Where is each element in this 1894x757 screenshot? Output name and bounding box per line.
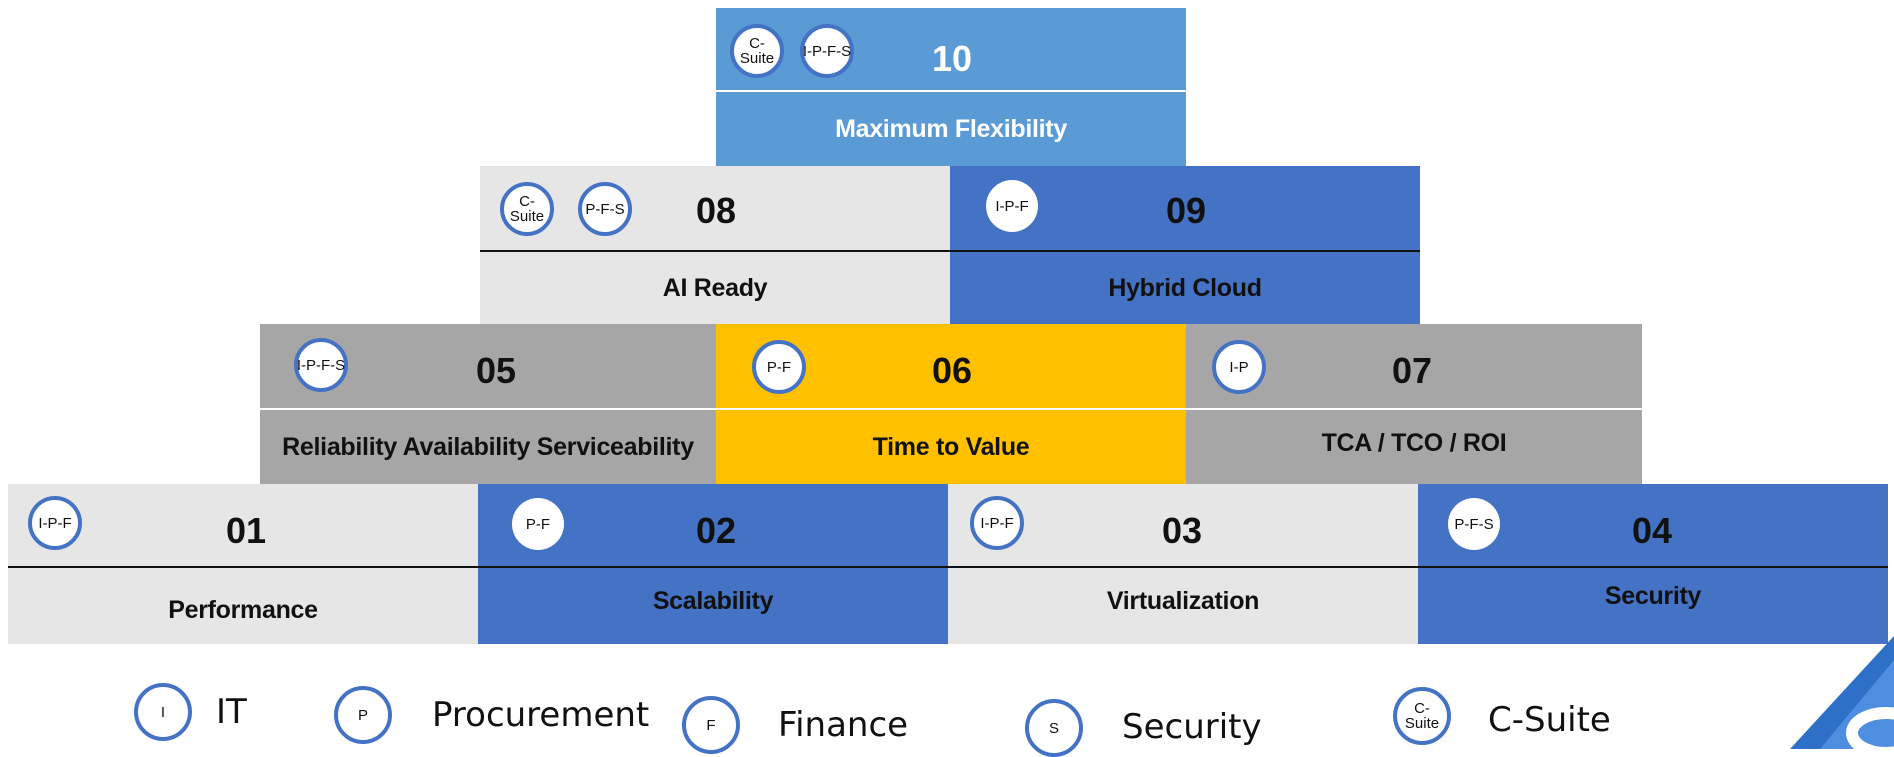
block-06-time-to-value: P-F 06 Time to Value (716, 324, 1186, 484)
block-title: TCA / TCO / ROI (1321, 428, 1507, 457)
block-07-tca-tco-roi: I-P 07 TCA / TCO / ROI (1186, 324, 1642, 484)
block-number: 04 (1632, 510, 1673, 551)
block-01-performance: I-P-F 01 Performance (8, 484, 478, 644)
block-number: 06 (932, 350, 973, 391)
badge-p-f: P-F (752, 340, 806, 394)
legend-code: C- (1414, 700, 1430, 717)
badge-p-f: P-F (512, 498, 564, 550)
badge-text: I-P-F (980, 514, 1014, 532)
legend-circle-procurement: P (334, 686, 392, 744)
badge-i-p-f: I-P-F (28, 496, 82, 550)
legend-code: S (1048, 719, 1059, 737)
block-number: 08 (696, 190, 737, 231)
badge-c-suite: C- Suite (500, 182, 554, 236)
block-05-ras: I-P-F-S 05 Reliability Availability Serv… (260, 324, 716, 484)
block-title: AI Ready (662, 273, 768, 302)
legend-circle-c-suite: C- Suite (1393, 687, 1451, 745)
badge-i-p-f: I-P-F (986, 180, 1038, 232)
badge-text: P-F-S (1454, 515, 1494, 533)
block-title: Reliability Availability Serviceability (282, 432, 694, 461)
badge-text: P-F (766, 358, 792, 376)
badge-text: C- (749, 35, 765, 52)
logo-icon (1790, 636, 1894, 749)
block-divider (950, 250, 1420, 252)
legend-label-security: Security (1122, 707, 1262, 747)
badge-p-f-s: P-F-S (578, 182, 632, 236)
badge-text: I-P (1229, 358, 1249, 376)
block-number: 01 (226, 510, 267, 551)
badge-i-p-f-s: I-P-F-S (800, 24, 854, 78)
block-divider (716, 90, 1186, 92)
block-10-maximum-flexibility: C- Suite I-P-F-S 10 Maximum Flexibility (716, 8, 1186, 166)
legend-code: P (357, 706, 368, 724)
legend-circle-security: S (1025, 699, 1083, 757)
block-title: Security (1604, 581, 1702, 610)
block-divider (480, 250, 950, 252)
block-title: Maximum Flexibility (835, 114, 1067, 143)
block-number: 10 (932, 38, 973, 79)
badge-text: P-F-S (585, 200, 625, 218)
legend-label-procurement: Procurement (432, 695, 650, 735)
block-number: 03 (1162, 510, 1203, 551)
badge-i-p-f-s: I-P-F-S (294, 338, 348, 392)
block-divider (1418, 566, 1888, 568)
block-09-hybrid-cloud: I-P-F 09 Hybrid Cloud (950, 166, 1420, 324)
badge-i-p: I-P (1212, 340, 1266, 394)
block-divider (716, 408, 1186, 410)
badge-text: I-P-F-S (802, 42, 852, 60)
block-03-virtualization: I-P-F 03 Virtualization (948, 484, 1418, 644)
legend-code: Suite (1404, 715, 1440, 732)
legend-label-finance: Finance (778, 705, 909, 745)
block-number: 07 (1392, 350, 1433, 391)
block-title: Performance (168, 595, 318, 624)
block-number: 02 (696, 510, 737, 551)
block-divider (8, 566, 478, 568)
badge-text: Suite (739, 50, 775, 67)
badge-text: I-P-F (38, 514, 72, 532)
badge-c-suite: C- Suite (730, 24, 784, 78)
badge-text: I-P-F-S (296, 356, 346, 374)
legend-circle-it: I (134, 683, 192, 741)
block-08-ai-ready: C- Suite P-F-S 08 AI Ready (480, 166, 950, 324)
block-title: Virtualization (1106, 586, 1260, 615)
badge-p-f-s: P-F-S (1448, 498, 1500, 550)
badge-text: P-F (525, 515, 551, 533)
block-title: Time to Value (872, 432, 1030, 461)
badge-text: C- (519, 193, 535, 210)
block-number: 05 (476, 350, 517, 391)
block-divider (478, 566, 948, 568)
block-title: Scalability (652, 586, 774, 615)
legend-circle-finance: F (682, 696, 740, 754)
block-title: Hybrid Cloud (1108, 273, 1262, 302)
block-number: 09 (1166, 190, 1207, 231)
legend-label-it: IT (216, 692, 247, 732)
block-divider (948, 566, 1418, 568)
block-divider (260, 408, 716, 410)
block-04-security: P-F-S 04 Security (1418, 484, 1888, 644)
badge-text: I-P-F (995, 197, 1029, 215)
block-divider (1186, 408, 1642, 410)
legend-code: I (160, 703, 166, 721)
badge-text: Suite (509, 208, 545, 225)
badge-i-p-f: I-P-F (970, 496, 1024, 550)
legend-code: F (706, 716, 716, 734)
block-02-scalability: P-F 02 Scalability (478, 484, 948, 644)
legend-label-c-suite: C-Suite (1488, 700, 1611, 740)
